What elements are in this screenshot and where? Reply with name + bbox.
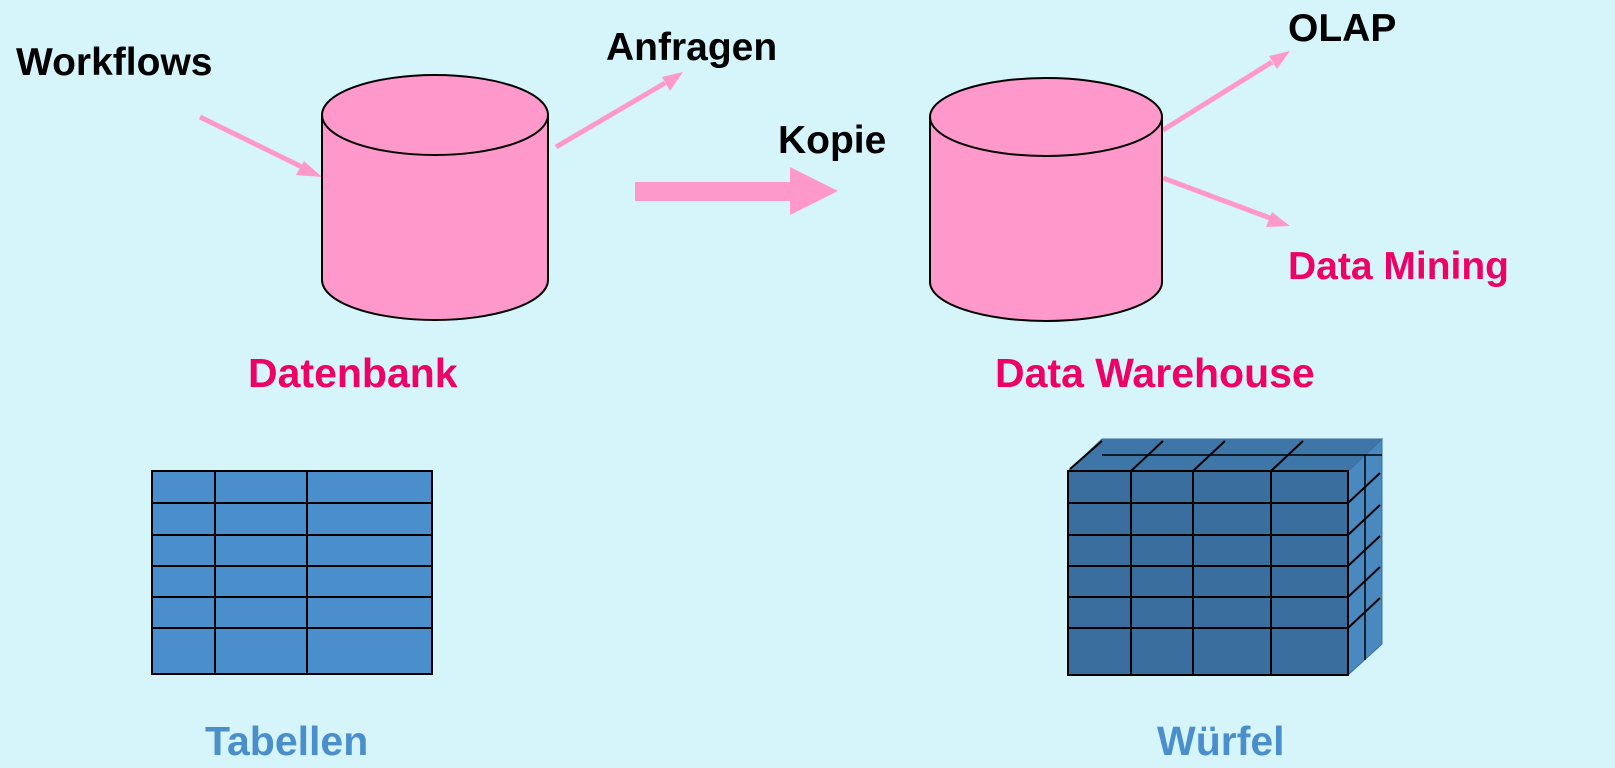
anfragen-label: Anfragen (606, 26, 777, 69)
wuerfel-label: Würfel (1157, 718, 1285, 764)
kopie-label: Kopie (778, 119, 886, 162)
workflows-label: Workflows (16, 41, 212, 84)
datenbank-cylinder (321, 74, 549, 321)
olap-arrow (1161, 51, 1290, 133)
data-mining-arrow (1162, 175, 1290, 227)
table-grid-icon (151, 470, 433, 675)
data-warehouse-cylinder (929, 77, 1163, 322)
cube-icon (1066, 437, 1384, 677)
datenbank-label: Datenbank (248, 350, 458, 396)
workflows-arrow (198, 114, 322, 177)
kopie-arrow (635, 167, 838, 215)
data-mining-label: Data Mining (1288, 245, 1509, 288)
anfragen-arrow (554, 72, 683, 150)
tabellen-label: Tabellen (205, 718, 368, 764)
olap-label: OLAP (1288, 7, 1396, 50)
data-warehouse-label: Data Warehouse (995, 350, 1315, 396)
